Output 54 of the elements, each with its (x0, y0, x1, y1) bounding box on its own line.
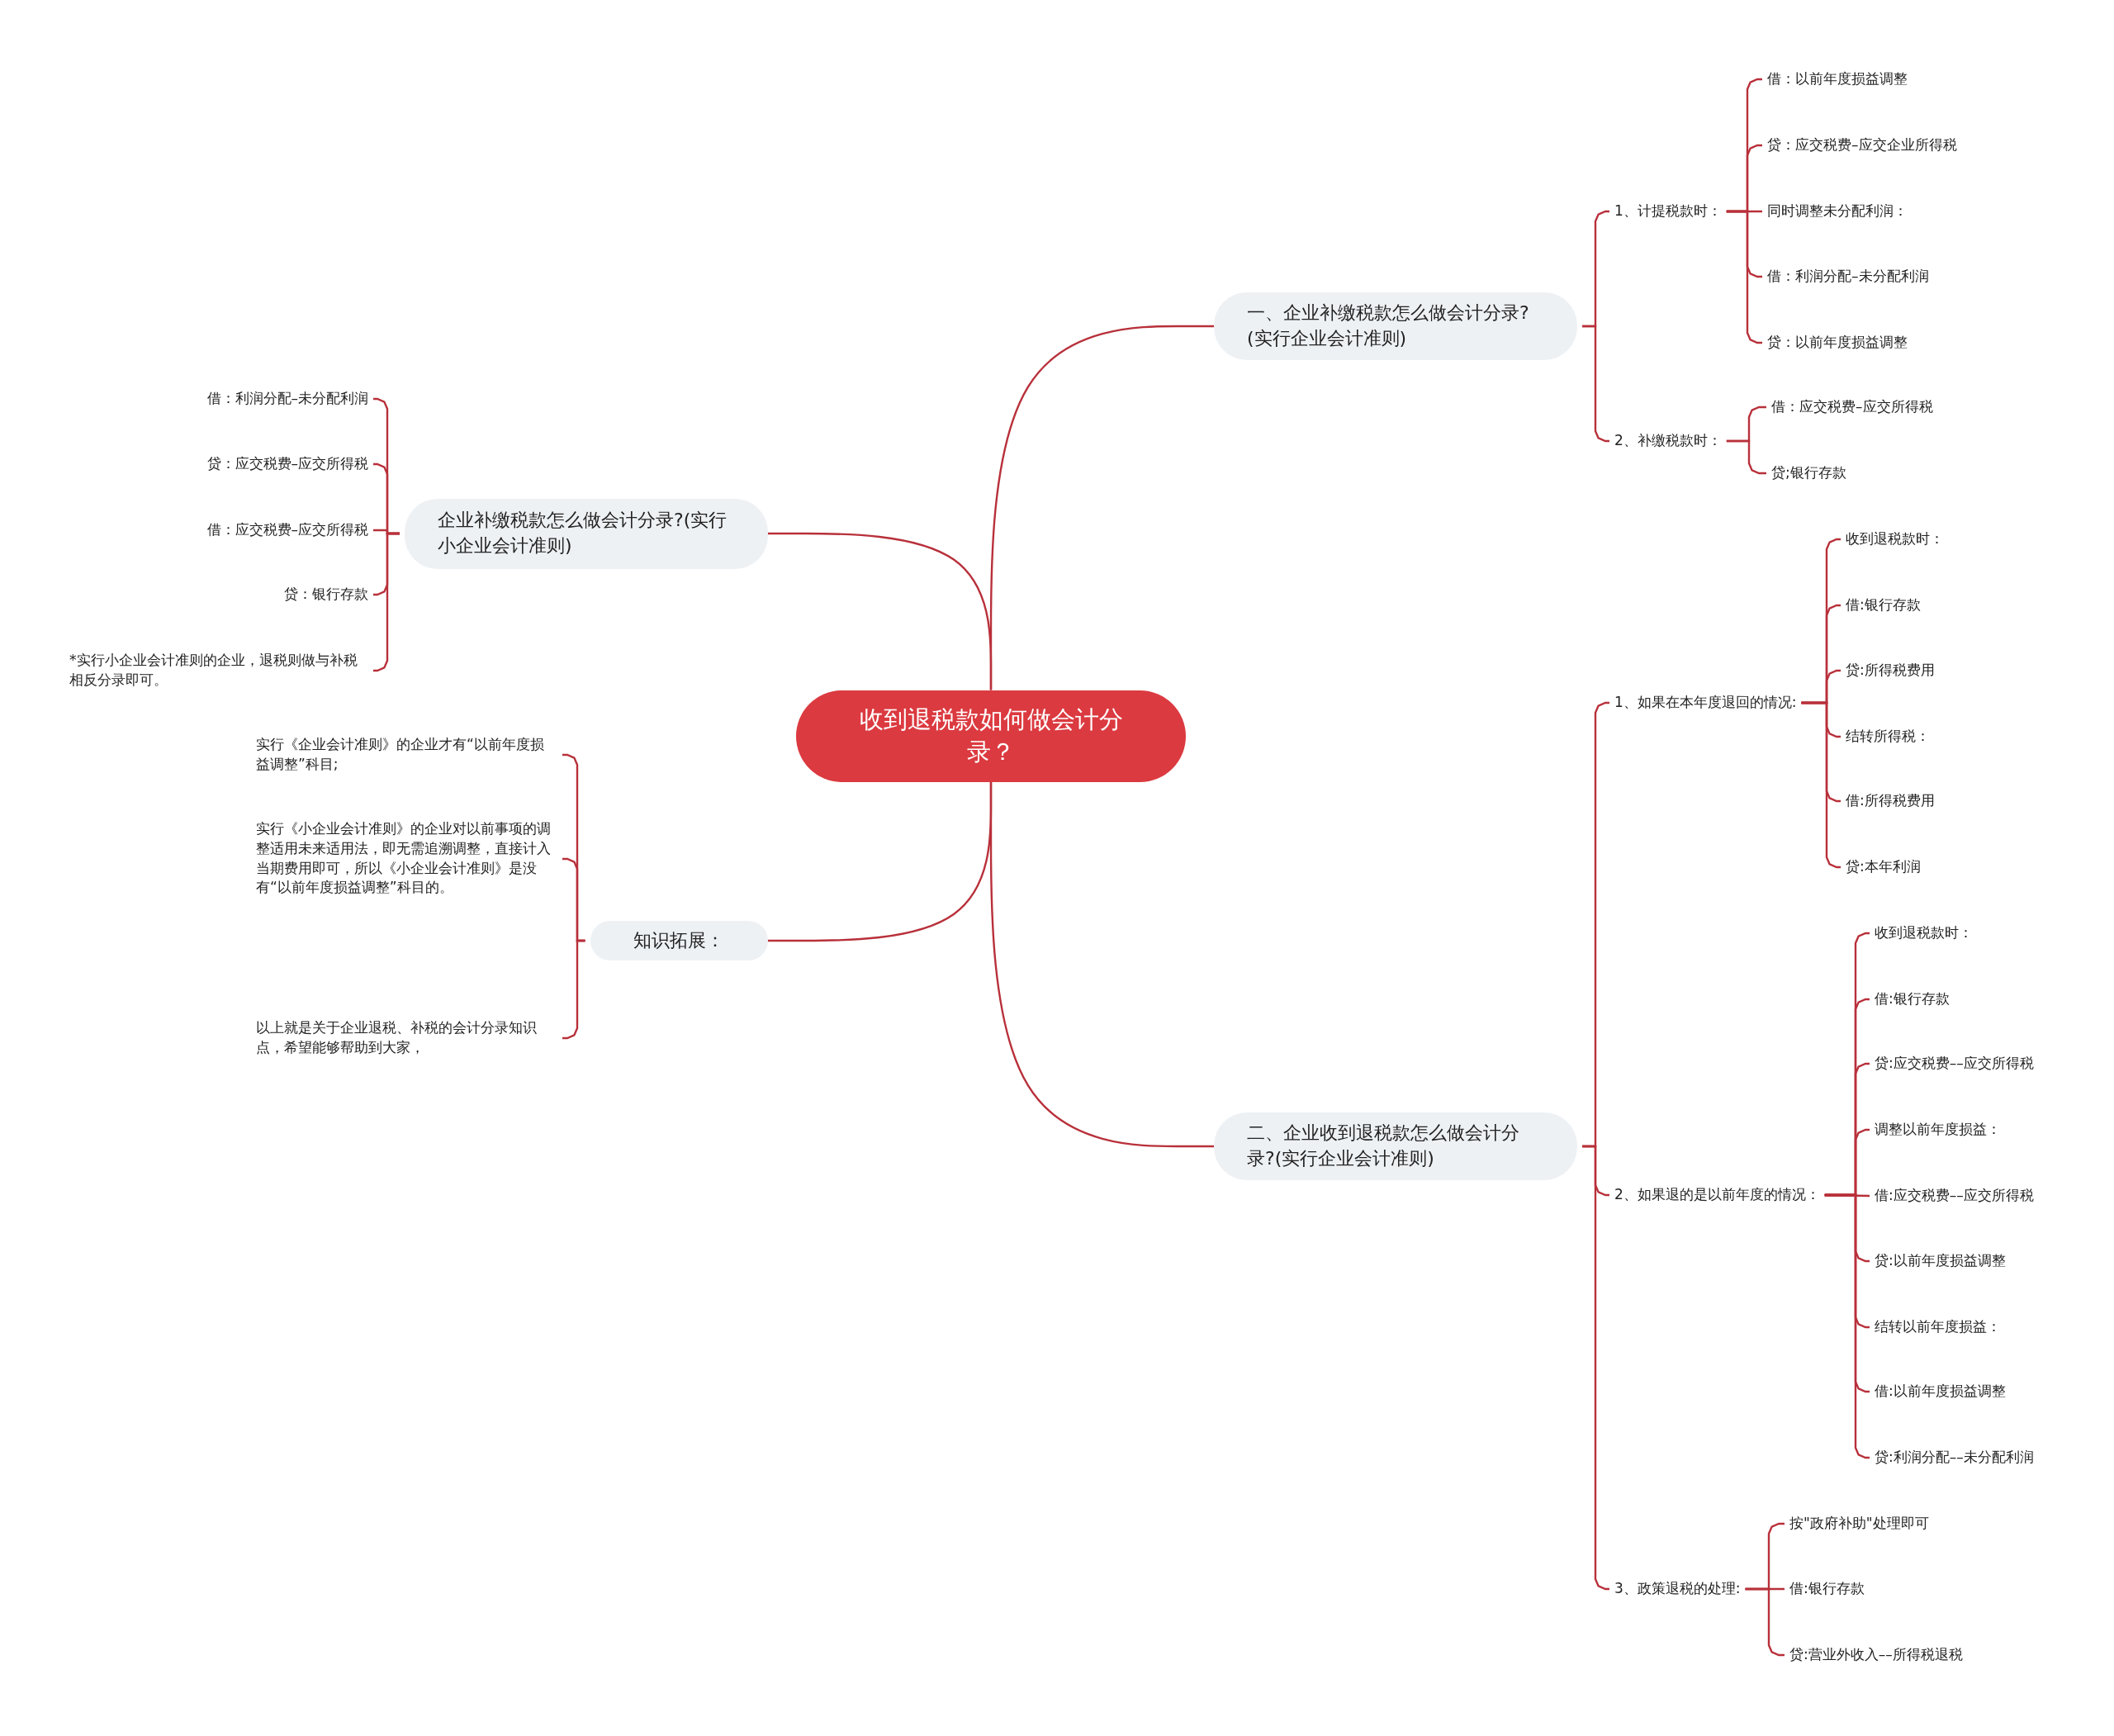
entry-text: 借：以前年度损益调整 (1767, 69, 1908, 89)
connector-line (1801, 701, 1841, 869)
entry-text: 收到退税款时： (1846, 529, 1944, 549)
entry-text: 借:银行存款 (1789, 1579, 1865, 1599)
entry-text: 借:银行存款 (1875, 989, 1950, 1009)
entry-text: 借:所得税费用 (1846, 791, 1935, 811)
topic-pill: 二、企业收到退税款怎么做会计分录?(实行企业会计准则) (1214, 1112, 1577, 1180)
entry-text: 1、计提税款时： (1614, 202, 1722, 221)
entry-text: 调整以前年度损益： (1875, 1120, 2001, 1140)
entry-text: 借：利润分配–未分配利润 (206, 389, 368, 409)
connector-line (1726, 210, 1762, 344)
connector-line (1726, 439, 1766, 475)
central-topic: 收到退税款如何做会计分录？ (796, 690, 1186, 782)
entry-text: 2、如果退的是以前年度的情况： (1614, 1185, 1820, 1205)
entry-text: 以上就是关于企业退税、补税的会计分录知识点，希望能够帮助到大家， (256, 1018, 557, 1058)
connector-line (1582, 325, 1609, 443)
connector-line (1824, 1193, 1870, 1459)
entry-text: 贷;银行存款 (1771, 463, 1846, 483)
entry-text: 贷:营业外收入––所得税退税 (1789, 1645, 1963, 1665)
entry-text: 借:以前年度损益调整 (1875, 1382, 2006, 1402)
entry-text: 贷:所得税费用 (1846, 661, 1935, 681)
entry-text: 贷：应交税费–应交企业所得税 (1767, 135, 1957, 155)
entry-text: 实行《企业会计准则》的企业才有“以前年度损益调整”科目; (256, 735, 557, 775)
topic-pill: 企业补缴税款怎么做会计分录?(实行小企业会计准则) (405, 498, 768, 569)
entry-text: 贷:以前年度损益调整 (1875, 1251, 2006, 1271)
entry-text: 按"政府补助"处理即可 (1789, 1514, 1929, 1534)
entry-text: 贷：银行存款 (284, 585, 368, 605)
connector-line (768, 532, 993, 690)
entry-text: 收到退税款时： (1875, 923, 1973, 943)
entry-text: 同时调整未分配利润： (1767, 202, 1908, 221)
entry-text: 借：利润分配–未分配利润 (1767, 267, 1929, 287)
connector-line (562, 939, 585, 1040)
entry-text: 3、政策退税的处理: (1614, 1579, 1741, 1599)
connector-line (989, 781, 1214, 1148)
entry-text: 贷：以前年度损益调整 (1767, 333, 1908, 353)
entry-text: 贷:应交税费––应交所得税 (1875, 1054, 2034, 1074)
entry-text: 结转以前年度损益： (1875, 1317, 2001, 1337)
entry-text: 借：应交税费–应交所得税 (206, 520, 368, 540)
entry-text: 实行《小企业会计准则》的企业对以前事项的调整适用未来适用法，即无需追溯调整，直接计入当期费用即可，所以《小企业会计准则》是没有“以前年度损益调整”科目的。 (256, 819, 557, 899)
entry-text: 2、补缴税款时： (1614, 431, 1722, 451)
entry-text: 1、如果在本年度退回的情况: (1614, 693, 1797, 713)
entry-text: 借:银行存款 (1846, 595, 1921, 615)
connector-line (1582, 1145, 1610, 1591)
connector-line (373, 532, 400, 672)
entry-text: 贷：应交税费–应交所得税 (206, 454, 368, 474)
entry-text: *实行小企业会计准则的企业，退税则做与补税相反分录即可。 (69, 651, 368, 690)
topic-pill: 知识拓展： (590, 921, 768, 960)
topic-pill: 一、企业补缴税款怎么做会计分录?(实行企业会计准则) (1214, 292, 1577, 360)
entry-text: 结转所得税： (1846, 727, 1930, 747)
entry-text: 借:应交税费––应交所得税 (1875, 1186, 2034, 1206)
connector-line (1745, 1587, 1785, 1657)
entry-text: 借：应交税费–应交所得税 (1771, 397, 1933, 417)
entry-text: 贷:本年利润 (1846, 857, 1921, 877)
entry-text: 贷:利润分配––未分配利润 (1875, 1448, 2034, 1468)
